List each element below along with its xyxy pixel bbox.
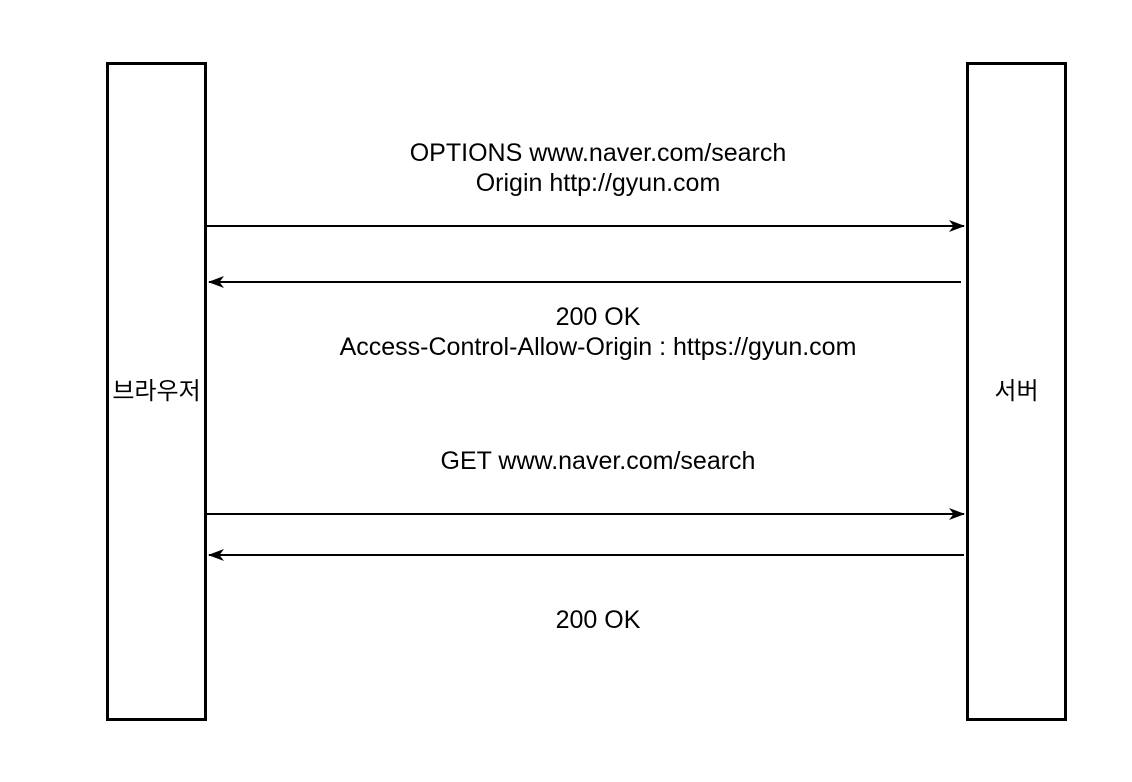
actor-server-label: 서버 <box>994 377 1039 405</box>
message-preflight-request: OPTIONS www.naver.com/search Origin http… <box>207 138 967 198</box>
message-line: GET www.naver.com/search <box>440 447 756 475</box>
message-actual-request: GET www.naver.com/search <box>207 446 967 476</box>
message-line: Origin http://gyun.com <box>475 169 721 197</box>
message-line: 200 OK <box>555 303 641 331</box>
actor-browser: 브라우저 <box>106 62 207 721</box>
message-line: 200 OK <box>555 606 641 634</box>
message-line: Access-Control-Allow-Origin : https://gy… <box>339 333 857 361</box>
message-line: OPTIONS www.naver.com/search <box>409 139 787 167</box>
message-preflight-response: 200 OK Access-Control-Allow-Origin : htt… <box>207 302 967 362</box>
actor-browser-label: 브라우저 <box>112 377 201 405</box>
message-actual-response: 200 OK <box>207 605 967 635</box>
actor-server: 서버 <box>966 62 1067 721</box>
